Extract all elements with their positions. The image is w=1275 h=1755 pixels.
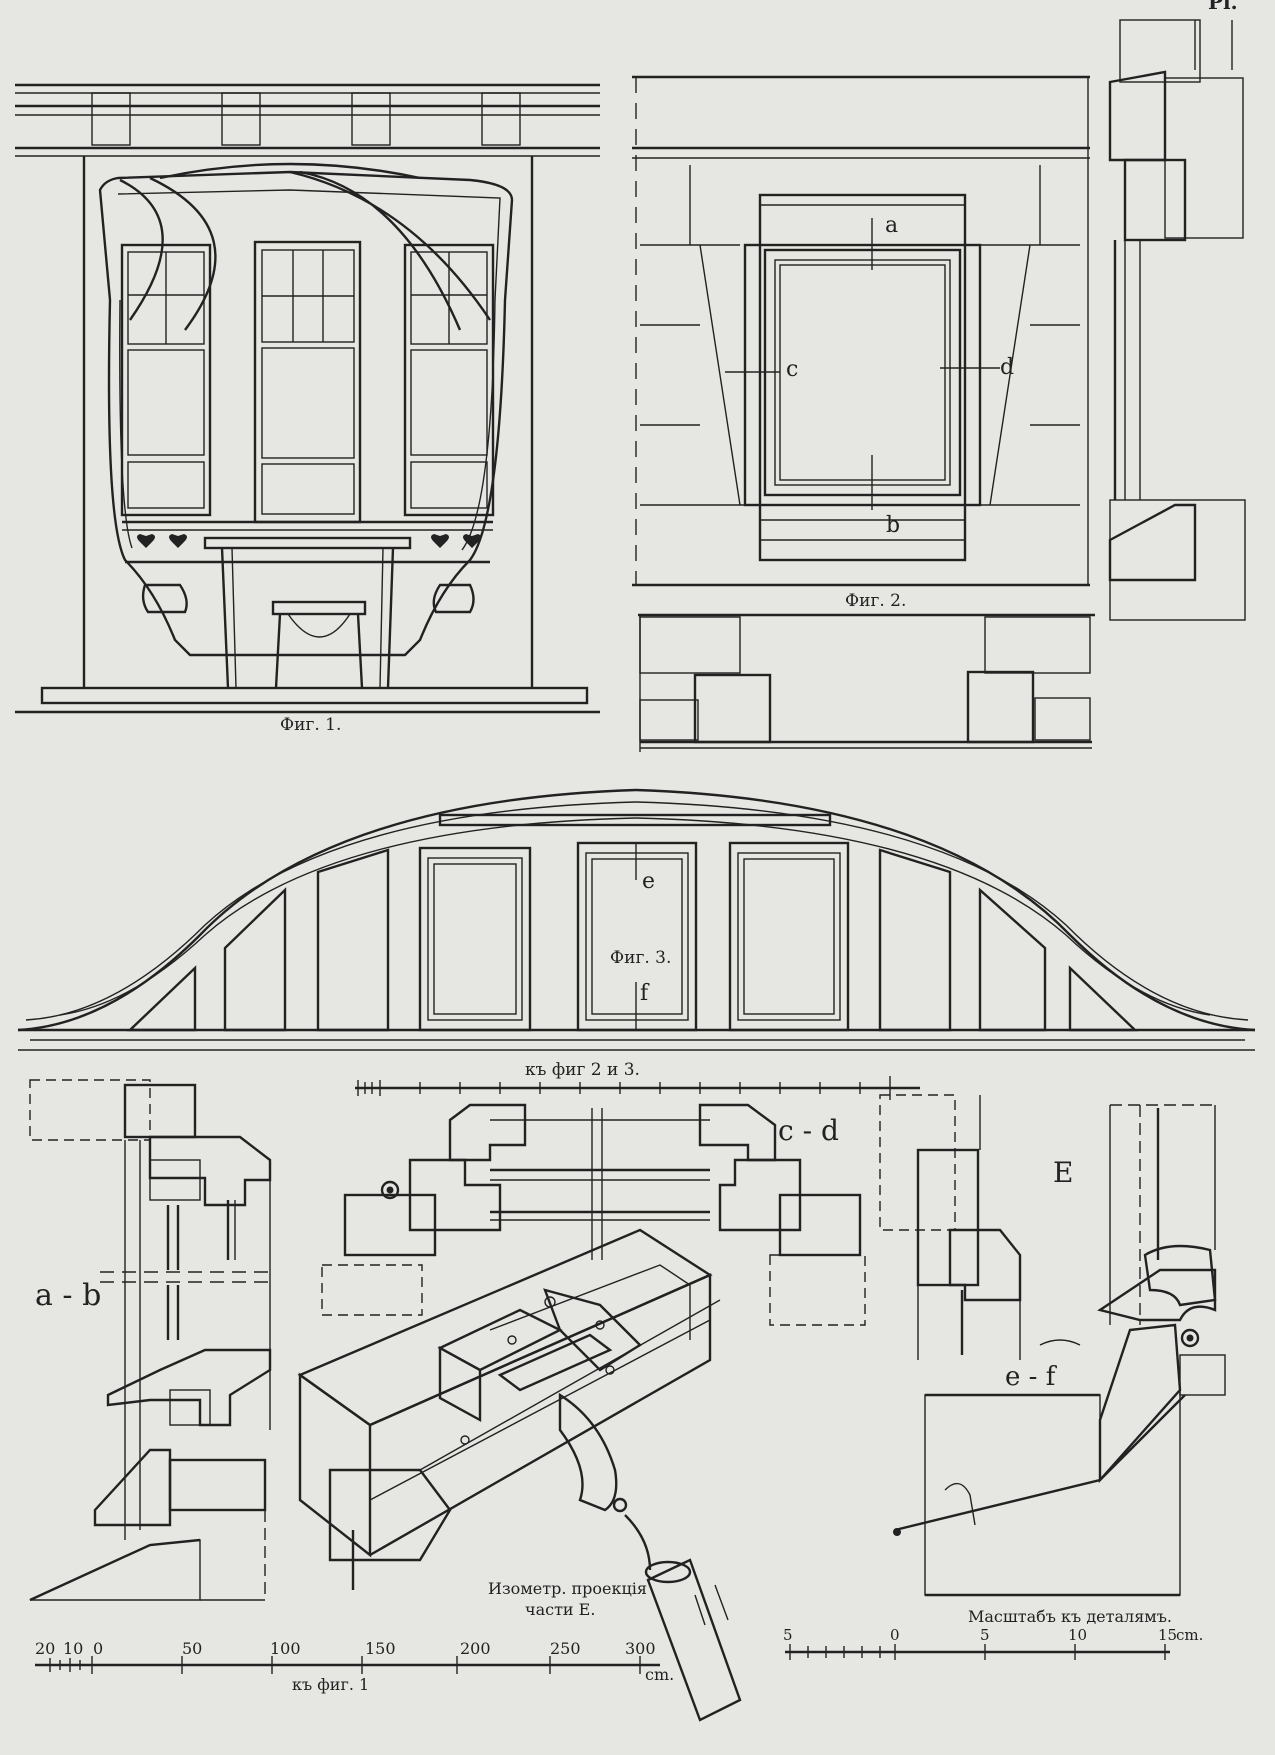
scale1-tick-200: 200 bbox=[460, 1639, 491, 1658]
fig3-arched-transom: e f Фиг. 3. bbox=[17, 788, 1256, 1051]
scale1-tick-0: 0 bbox=[93, 1639, 103, 1658]
scale-fig23-caption: къ фиг 2 и 3. bbox=[525, 1060, 640, 1080]
fig1-caption: Фиг. 1. bbox=[280, 715, 341, 735]
scale1-tick-150: 150 bbox=[365, 1639, 396, 1658]
scale2-tick-5b: 5 bbox=[980, 1626, 990, 1644]
fig2-caption: Фиг. 2. bbox=[845, 591, 906, 611]
section-mark-c: c bbox=[786, 357, 798, 382]
detail-label-a-b: a - b bbox=[35, 1278, 101, 1313]
scale1-tick-250: 250 bbox=[550, 1639, 581, 1658]
scale-bar-fig1: 20 10 0 50 100 150 200 250 300 cm. къ фи… bbox=[35, 1639, 674, 1694]
detail-label-c-d: c - d bbox=[778, 1114, 839, 1147]
scale2-tick-10: 10 bbox=[1068, 1626, 1087, 1644]
scale2-tick-5a: 5 bbox=[783, 1626, 793, 1644]
isometric-projection-e: Изометр. проекція части E. bbox=[297, 1228, 742, 1722]
fig3-caption: Фиг. 3. bbox=[610, 948, 671, 968]
fig2-window-opening: a b c d Фиг. 2. bbox=[632, 75, 1090, 611]
detail-label-e: E bbox=[1053, 1156, 1073, 1189]
scale2-tick-15: 15 bbox=[1158, 1626, 1177, 1644]
detail-section-c-d: c - d bbox=[321, 1103, 866, 1326]
section-mark-a: a bbox=[885, 213, 898, 238]
section-mark-d: d bbox=[1000, 355, 1014, 380]
detail-section-a-b: a - b bbox=[29, 1079, 275, 1602]
scale1-tick-100: 100 bbox=[270, 1639, 301, 1658]
detail-section-e-f: e - f bbox=[893, 1104, 1226, 1597]
scale1-tick-300: 300 bbox=[625, 1639, 656, 1658]
section-mark-e: e bbox=[642, 869, 655, 894]
scale1-tick-20: 20 bbox=[35, 1639, 55, 1658]
scale1-tick-10: 10 bbox=[63, 1639, 83, 1658]
isometric-caption-line1: Изометр. проекція bbox=[488, 1579, 647, 1598]
scale-bar-fig23 bbox=[355, 1076, 920, 1100]
scale1-tick-50: 50 bbox=[182, 1639, 202, 1658]
scale2-tick-0: 0 bbox=[890, 1626, 900, 1644]
fig1-window-elevation: Фиг. 1. bbox=[15, 83, 600, 735]
scale-fig1-caption: къ фиг. 1 bbox=[292, 1675, 369, 1694]
wall-section-right bbox=[1108, 19, 1246, 621]
detail-label-e-f: e - f bbox=[1005, 1362, 1058, 1392]
detail-section-e: E bbox=[879, 1094, 1081, 1360]
isometric-caption-line2: части E. bbox=[525, 1600, 595, 1619]
detail-scale-title: Масштабъ къ деталямъ. bbox=[968, 1607, 1172, 1626]
scale2-unit: cm. bbox=[1176, 1626, 1203, 1644]
corner-mark: Pl. bbox=[1208, 0, 1238, 14]
section-mark-f: f bbox=[640, 981, 650, 1006]
fig2-plan-section bbox=[638, 613, 1095, 752]
scale-bar-details: Масштабъ къ деталямъ. 5 0 5 10 15 cm. bbox=[783, 1607, 1203, 1660]
section-mark-b: b bbox=[886, 513, 900, 538]
scale1-unit: cm. bbox=[645, 1665, 674, 1684]
